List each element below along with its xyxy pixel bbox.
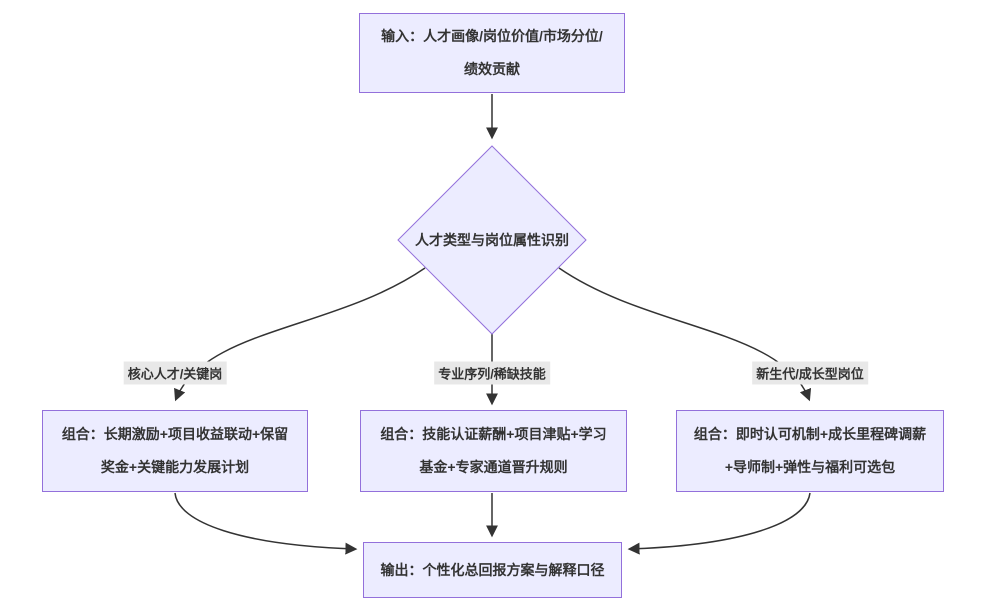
edge-label-pro: 专业序列/稀缺技能 [434, 361, 550, 385]
edge-label-young: 新生代/成长型岗位 [752, 361, 868, 385]
edge-core-to-output [174, 492, 358, 555]
node-combo-core: 组合：长期激励+项目收益联动+保留 奖金+关键能力发展计划 [42, 410, 308, 492]
node-combo-pro-line1: 组合：技能认证薪酬+项目津贴+学习 [380, 426, 607, 442]
node-input: 输入：人才画像/岗位价值/市场分位/ 绩效贡献 [359, 13, 625, 93]
node-combo-young-line1: 组合：即时认可机制+成长里程碑调薪 [693, 426, 927, 442]
node-combo-pro-line2: 基金+专家通道晋升规则 [419, 459, 568, 475]
node-combo-pro: 组合：技能认证薪酬+项目津贴+学习 基金+专家通道晋升规则 [360, 410, 627, 492]
edge-young-to-output [627, 492, 811, 555]
decision-diamond-shape [397, 145, 587, 335]
node-input-line2: 绩效贡献 [464, 61, 520, 77]
node-decision: 人才类型与岗位属性识别 [397, 145, 587, 335]
node-combo-core-line2: 奖金+关键能力发展计划 [100, 459, 250, 475]
node-combo-core-line1: 组合：长期激励+项目收益联动+保留 [61, 426, 289, 442]
node-combo-young-line2: +导师制+弹性与福利可选包 [724, 459, 896, 475]
node-combo-young: 组合：即时认可机制+成长里程碑调薪 +导师制+弹性与福利可选包 [676, 410, 944, 492]
node-input-line1: 输入：人才画像/岗位价值/市场分位/ [381, 28, 603, 44]
node-output-line1: 输出：个性化总回报方案与解释口径 [380, 561, 605, 578]
edge-label-core: 核心人才/关键岗 [123, 361, 227, 385]
node-output: 输出：个性化总回报方案与解释口径 [363, 542, 622, 598]
node-decision-label: 人才类型与岗位属性识别 [415, 232, 569, 248]
